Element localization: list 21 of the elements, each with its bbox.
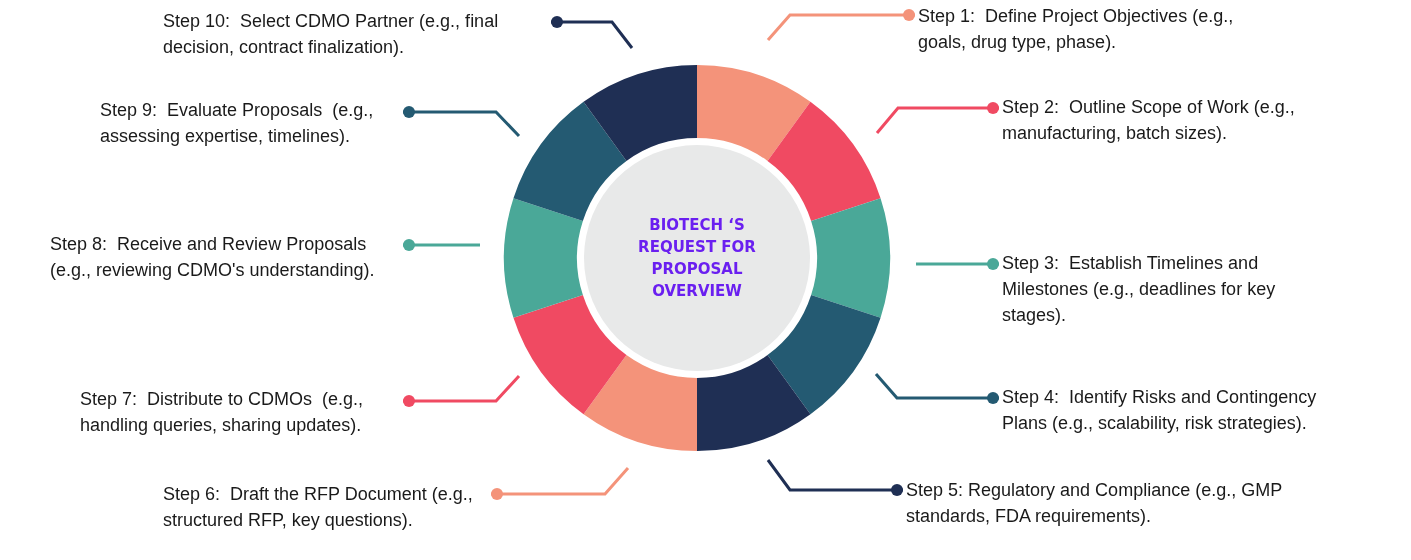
step-text: Step 5: Regulatory and Compliance (e.g., GMP standards, FDA requirements). — [906, 477, 1306, 529]
leader-line — [916, 258, 999, 270]
leader-line — [875, 102, 999, 134]
step-text: Step 9: Evaluate Proposals (e.g., assessing expertise, timelines). — [100, 97, 400, 149]
step-text: Step 3: Establish Timelines and Milestones (e.g., deadlines for key stages). — [1002, 250, 1302, 328]
leader-line — [766, 459, 903, 496]
step-text: Step 7: Distribute to CDMOs (e.g., handling queries, sharing updates). — [80, 386, 400, 438]
leader-line — [403, 239, 480, 251]
leader-line — [551, 16, 634, 49]
step-text: Step 1: Define Project Objectives (e.g., goals, drug type, phase). — [918, 3, 1253, 55]
center-title: BIOTECH ‘S REQUEST FOR PROPOSAL OVERVIEW — [637, 215, 757, 302]
step-text: Step 8: Receive and Review Proposals (e.g., reviewing CDMO's understanding). — [50, 231, 400, 283]
leader-line — [403, 106, 521, 138]
leader-line — [766, 9, 915, 41]
step-text: Step 10: Select CDMO Partner (e.g., final decision, contract finalization). — [163, 8, 548, 60]
leader-line — [403, 375, 521, 407]
step-text: Step 2: Outline Scope of Work (e.g., manufacturing, batch sizes). — [1002, 94, 1314, 146]
step-text: Step 6: Draft the RFP Document (e.g., structured RFP, key questions). — [163, 481, 488, 533]
leader-line — [491, 467, 630, 500]
leader-line — [874, 373, 999, 404]
step-text: Step 4: Identify Risks and Contingency Plans (e.g., scalability, risk strategies). — [1002, 384, 1364, 436]
